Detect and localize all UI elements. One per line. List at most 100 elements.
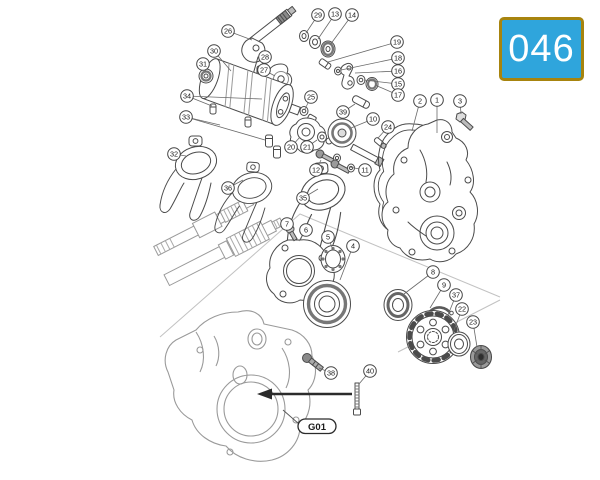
callout-5: 5 [321,230,335,244]
callout-25: 25 [304,90,318,104]
roller-shaft-part [327,118,385,167]
svg-text:13: 13 [331,10,339,19]
callout-39: 39 [336,105,350,119]
svg-text:5: 5 [326,233,330,242]
callout-29: 29 [311,8,325,22]
callout-38: 38 [324,366,338,380]
svg-text:23: 23 [469,318,477,327]
callout-24: 24 [381,120,395,134]
cable-tie-part [353,382,361,416]
callout-37: 37 [449,288,463,302]
callout-36: 36 [221,181,235,195]
svg-text:33: 33 [182,113,190,122]
callout-33: 33 [179,110,193,124]
callout-12: 12 [309,163,323,177]
callout-28: 28 [258,50,272,64]
callout-40: 40 [363,364,377,378]
callout-20: 20 [284,140,298,154]
svg-text:12: 12 [312,166,320,175]
svg-text:27: 27 [260,66,268,75]
callout-21: 21 [300,140,314,154]
main-shaft-part [153,198,255,257]
svg-text:26: 26 [224,27,232,36]
callout-1: 1 [430,93,444,107]
callout-11: 11 [358,163,372,177]
callout-2: 2 [413,94,427,108]
svg-text:18: 18 [394,54,402,63]
svg-text:15: 15 [394,80,402,89]
svg-text:29: 29 [314,11,322,20]
svg-text:16: 16 [394,67,402,76]
svg-text:28: 28 [261,53,269,62]
svg-text:30: 30 [210,47,218,56]
svg-text:14: 14 [348,11,356,20]
svg-text:1: 1 [435,96,439,105]
svg-text:31: 31 [199,60,207,69]
svg-text:4: 4 [351,242,355,251]
callout-35: 35 [296,191,310,205]
svg-text:11: 11 [361,166,369,175]
callout-31: 31 [196,57,210,71]
shift-fork-1 [159,135,218,221]
shaft-washer-stack [299,30,336,58]
bolt-pair [315,149,355,174]
svg-text:3: 3 [458,97,462,106]
callout-8: 8 [426,265,440,279]
roller-pin-part [351,95,371,109]
callout-9: 9 [437,278,451,292]
callout-13: 13 [328,7,342,21]
callout-19: 19 [390,35,404,49]
spacer-part [470,345,492,369]
svg-text:35: 35 [299,194,307,203]
svg-text:40: 40 [366,367,374,376]
callout-32: 32 [167,147,181,161]
svg-text:37: 37 [452,291,460,300]
crankcase-part [164,310,317,462]
stopper-lever-cluster [318,58,379,91]
svg-text:19: 19 [393,38,401,47]
svg-text:25: 25 [307,93,315,102]
dowel-pins [209,103,317,159]
lock-washer-part [447,331,471,357]
svg-text:34: 34 [183,92,191,101]
group-label-text: G01 [308,422,327,433]
group-label: G01 [282,409,337,435]
callout-14: 14 [345,8,359,22]
callout-16: 16 [391,64,405,78]
counter-shaft-part [163,217,285,287]
svg-text:9: 9 [442,281,446,290]
svg-text:24: 24 [384,123,392,132]
svg-text:8: 8 [431,268,435,277]
pointer-arrow [257,388,352,400]
callout-23: 23 [466,315,480,329]
callout-7: 7 [280,217,294,231]
callout-6: 6 [299,223,313,237]
svg-text:6: 6 [304,226,308,235]
callout-26: 26 [221,24,235,38]
svg-text:39: 39 [339,108,347,117]
callout-10: 10 [366,112,380,126]
svg-text:21: 21 [303,143,311,152]
callout-3: 3 [453,94,467,108]
svg-text:10: 10 [369,115,377,124]
callout-27: 27 [257,63,271,77]
callout-30: 30 [207,44,221,58]
callout-18: 18 [391,51,405,65]
seal-ring-part [383,289,413,321]
svg-text:36: 36 [224,184,232,193]
page-number-text: 046 [508,27,575,70]
svg-text:38: 38 [327,369,335,378]
svg-text:2: 2 [418,97,422,106]
cover-bolt-part [455,111,474,131]
callout-34: 34 [180,89,194,103]
sprocket-part [406,310,460,364]
ball-bearing-part [303,280,351,328]
svg-text:20: 20 [287,143,295,152]
svg-text:32: 32 [170,150,178,159]
oil-pump-part [289,117,333,154]
svg-text:7: 7 [285,220,289,229]
callout-4: 4 [346,239,360,253]
